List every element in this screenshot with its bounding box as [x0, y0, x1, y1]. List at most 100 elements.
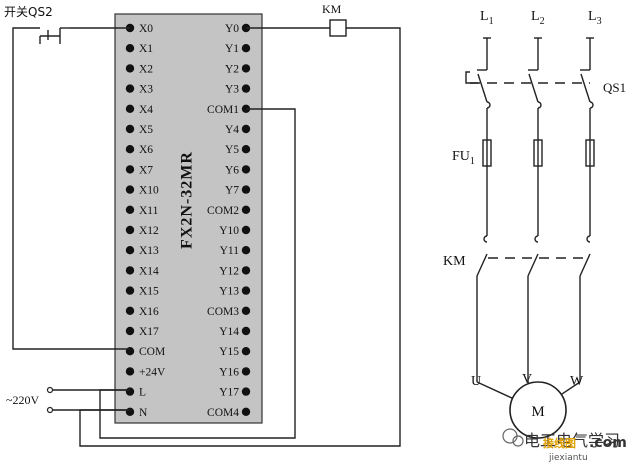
switch-to-com-wire: [12, 27, 130, 350]
phase-lines: [476, 37, 595, 399]
terminal-dot-x15: [125, 286, 135, 295]
plc-model-label: FX2N-32MR: [179, 151, 196, 249]
plc-output-terminals: Y0Y1Y2Y3COM1Y4Y5Y6Y7COM2Y10Y11Y12Y13COM3…: [207, 23, 251, 419]
output-terminal-y0: Y0: [225, 23, 239, 35]
input-terminal-x14: X14: [139, 265, 159, 277]
terminal-dot-n: [125, 407, 135, 416]
input-terminal-x11: X11: [139, 205, 159, 217]
switch-label: 开关QS2: [4, 5, 53, 19]
isolator-handle: [465, 71, 478, 84]
terminal-dot-x13: [125, 246, 135, 255]
supply-l-terminal: [46, 386, 54, 394]
isolator-arc-3: [589, 101, 594, 109]
phase-label-l1: L1: [480, 9, 494, 27]
watermark-domain: .com: [589, 435, 627, 451]
contactor-blade-3: [579, 253, 591, 277]
km-coil: [329, 19, 347, 37]
watermark-text: 电工电气学习: [524, 431, 620, 450]
input-terminal-x2: X2: [139, 63, 153, 75]
output-terminal-y12: Y12: [219, 265, 239, 277]
plc-input-terminals: X0X1X2X3X4X5X6X7X10X11X12X13X14X15X16X17…: [125, 23, 166, 419]
output-terminal-com4: COM4: [207, 407, 239, 419]
terminal-dot-y2: [241, 64, 251, 73]
output-terminal-y16: Y16: [219, 366, 239, 378]
input-terminal-x16: X16: [139, 306, 159, 318]
output-terminal-com2: COM2: [207, 205, 239, 217]
output-terminal-y2: Y2: [225, 63, 239, 75]
terminal-dot-x5: [125, 124, 135, 134]
terminal-dot-y6: [241, 165, 251, 174]
coil-label: KM: [322, 2, 342, 16]
terminal-dot-com2: [241, 205, 251, 214]
fuse-label: FU1: [452, 149, 475, 167]
terminal-dot-y5: [241, 145, 251, 154]
terminal-dot-com3: [241, 306, 251, 315]
isolator-blade-2: [528, 73, 539, 103]
motor: [509, 381, 567, 439]
supply-label: ~220V: [6, 393, 39, 407]
terminal-dot-y11: [241, 246, 251, 255]
terminal-dot-x10: [125, 185, 135, 194]
input-terminal-x0: X0: [139, 23, 153, 35]
input-terminal-x10: X10: [139, 185, 159, 197]
output-terminal-y1: Y1: [225, 43, 239, 55]
input-terminal-x5: X5: [139, 124, 153, 136]
terminal-dot-y10: [241, 225, 251, 235]
terminal-u: U: [471, 374, 481, 389]
power-circuit: L1 L2 L3 QS1 FU1 KM U V W M: [443, 9, 626, 439]
terminal-dot-x7: [125, 165, 135, 174]
input-terminal-x17: X17: [139, 326, 159, 338]
terminal-dot-x6: [125, 145, 135, 154]
terminal-dot-y15: [241, 347, 251, 356]
terminal-dot-x16: [125, 306, 135, 315]
terminal-dot-x14: [125, 266, 135, 275]
isolator-blade-1: [477, 73, 488, 103]
terminal-dot-y14: [241, 326, 251, 336]
plc-body: [114, 13, 263, 424]
output-terminal-y10: Y10: [219, 225, 239, 237]
coil-km-circuit: KM: [79, 2, 401, 447]
input-terminal-x15: X15: [139, 286, 159, 298]
input-terminal-x13: X13: [139, 245, 159, 257]
contactor-arc-3: [586, 235, 591, 243]
terminal-dot-y4: [241, 124, 251, 134]
terminal-dot-x12: [125, 225, 135, 235]
output-terminal-y4: Y4: [225, 124, 239, 136]
terminal-dot-x17: [125, 326, 135, 336]
terminal-dot-24v: [125, 367, 135, 376]
contactor-blade-1: [476, 253, 488, 277]
terminal-dot-x11: [125, 205, 135, 214]
isolator-arc-1: [486, 101, 491, 109]
output-terminal-y14: Y14: [219, 326, 239, 338]
terminal-dot-l: [125, 387, 135, 396]
input-terminal-x6: X6: [139, 144, 153, 156]
output-terminal-y3: Y3: [225, 84, 239, 96]
terminal-dot-com4: [241, 407, 251, 416]
terminal-dot-y1: [241, 44, 251, 53]
motor-lead-1: [476, 381, 513, 399]
contactor-arc-2: [534, 235, 539, 243]
terminal-dot-com: [125, 347, 135, 356]
wechat-icon: [502, 428, 518, 444]
output-terminal-com1: COM1: [207, 104, 239, 116]
wechat-icon-small: [512, 435, 524, 447]
input-terminal-com: COM: [139, 346, 165, 358]
terminal-dot-y17: [241, 387, 251, 396]
motor-label: M: [531, 404, 544, 420]
watermark-url: jiexiantu: [548, 453, 588, 463]
output-terminal-com3: COM3: [207, 306, 239, 318]
terminal-dot-x3: [125, 84, 135, 93]
isolator-label: QS1: [603, 80, 626, 95]
output-terminal-y11: Y11: [220, 245, 240, 257]
output-terminal-y6: Y6: [225, 164, 239, 176]
terminal-dot-y16: [241, 367, 251, 376]
output-terminal-y7: Y7: [225, 185, 239, 197]
watermark: 电工电气学习 接线图 .com jiexiantu: [502, 428, 627, 463]
contactor-arc-1: [483, 235, 488, 243]
input-terminal-x4: X4: [139, 104, 153, 116]
input-terminal-l: L: [139, 387, 146, 399]
input-terminal-n: N: [139, 407, 148, 419]
contactor-label: KM: [443, 254, 466, 269]
